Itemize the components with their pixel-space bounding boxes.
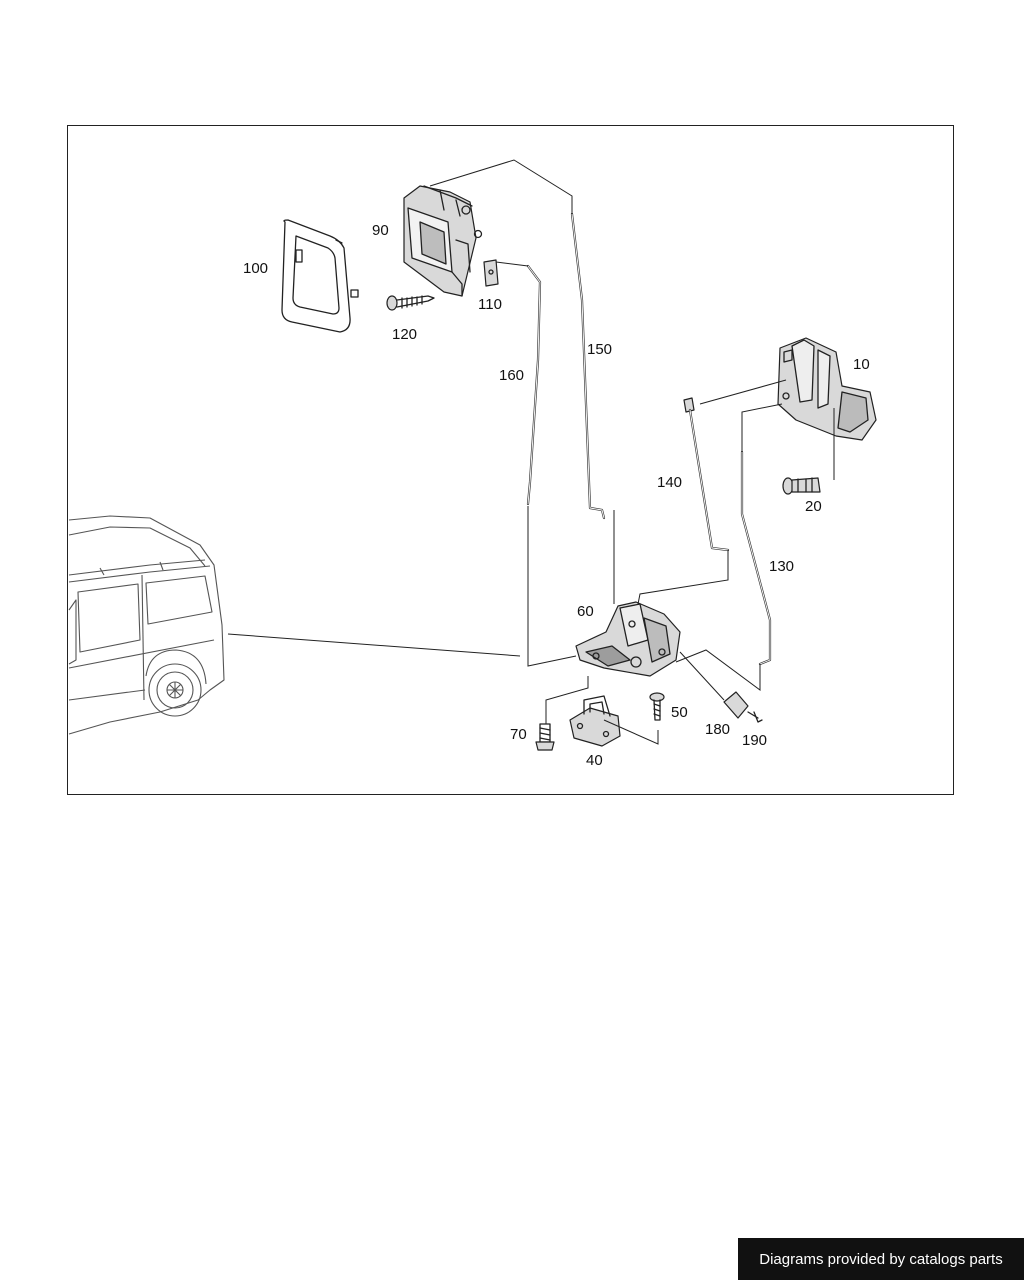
callout-20: 20 bbox=[805, 498, 822, 515]
vehicle-illustration bbox=[68, 515, 225, 735]
leader-vehicle bbox=[227, 633, 521, 657]
callout-70: 70 bbox=[510, 726, 527, 743]
callout-40: 40 bbox=[586, 752, 603, 769]
credit-text: Diagrams provided by catalogs parts bbox=[759, 1250, 1003, 1268]
callout-190: 190 bbox=[742, 732, 767, 749]
part-70-bolt bbox=[535, 723, 555, 751]
part-100-handle-bezel bbox=[281, 219, 359, 333]
part-160-rod bbox=[526, 264, 542, 506]
part-150-rod bbox=[570, 212, 606, 520]
callout-60: 60 bbox=[577, 603, 594, 620]
part-110-clip bbox=[483, 259, 499, 287]
callout-110: 110 bbox=[478, 296, 502, 313]
callout-50: 50 bbox=[671, 704, 688, 721]
callout-130: 130 bbox=[769, 558, 794, 575]
callout-150: 150 bbox=[587, 341, 612, 358]
part-40-striker bbox=[569, 695, 621, 747]
callout-100: 100 bbox=[243, 260, 268, 277]
part-90-inner-handle bbox=[403, 185, 483, 297]
callout-180: 180 bbox=[705, 721, 730, 738]
diagram-frame bbox=[67, 125, 954, 795]
part-180-cover bbox=[723, 691, 749, 719]
callout-140: 140 bbox=[657, 474, 682, 491]
callout-120: 120 bbox=[392, 326, 417, 343]
callout-90: 90 bbox=[372, 222, 389, 239]
callout-160: 160 bbox=[499, 367, 524, 384]
part-50-screw bbox=[649, 692, 665, 721]
part-140-rod bbox=[683, 397, 730, 552]
callout-10: 10 bbox=[853, 356, 870, 373]
part-20-screw bbox=[782, 477, 821, 495]
part-60-door-lock bbox=[575, 601, 681, 677]
credit-badge: Diagrams provided by catalogs parts bbox=[738, 1238, 1024, 1280]
callout-labels: 10 20 40 50 60 70 90 100 110 120 130 140… bbox=[243, 222, 870, 769]
part-120-screw bbox=[386, 295, 435, 311]
part-190-pin bbox=[747, 711, 763, 723]
part-130-rod bbox=[740, 450, 772, 666]
leader-lines bbox=[429, 159, 835, 745]
part-10-outer-handle bbox=[777, 337, 877, 441]
